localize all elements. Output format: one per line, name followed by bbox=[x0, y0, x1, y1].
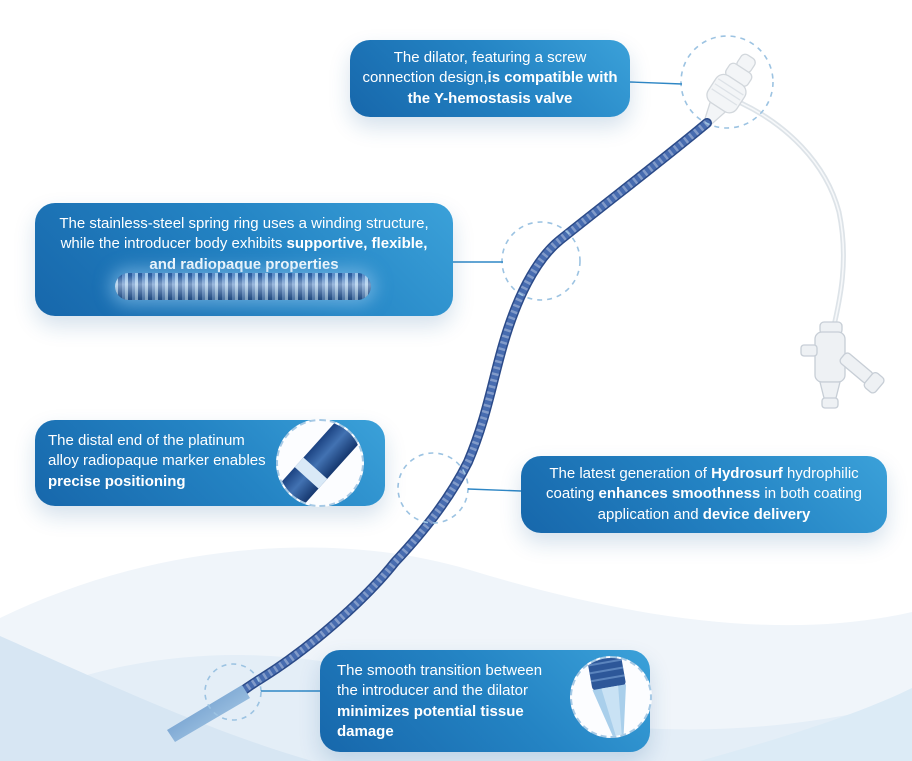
annotation-circle-hub bbox=[680, 35, 774, 129]
leader-line-dilator bbox=[629, 81, 683, 85]
leader-line-coating bbox=[467, 488, 522, 492]
y-hemostasis-valve-graphic bbox=[739, 100, 885, 409]
annotation-circle-tip bbox=[204, 663, 262, 721]
dilator-text-normal: The dilator, featuring a screw connectio… bbox=[362, 49, 587, 87]
coating-text-bold-5: device delivery bbox=[702, 505, 811, 523]
spring-coil-graphic bbox=[115, 273, 371, 300]
callout-coating: The latest generation of Hydrosurf hydro… bbox=[521, 456, 887, 533]
marker-text-normal: The distal end of the platinum alloy rad… bbox=[48, 432, 266, 470]
marker-zoom-inset bbox=[276, 419, 364, 507]
spring-text-bold: supportive, flexible, and radiopaque pro… bbox=[149, 235, 428, 273]
tip-text-normal: The smooth transition between the introd… bbox=[337, 662, 543, 700]
coating-text-normal-0: The latest generation of bbox=[549, 465, 712, 482]
valve-body bbox=[814, 331, 846, 383]
tip-text-bold: minimizes potential tissue damage bbox=[337, 702, 524, 740]
marker-text-bold: precise positioning bbox=[48, 472, 186, 490]
valve-rotator bbox=[821, 397, 839, 409]
dilator-tip bbox=[167, 685, 250, 742]
callout-spring: The stainless-steel spring ring uses a w… bbox=[35, 203, 453, 316]
tip-zoom-graphic bbox=[586, 658, 627, 736]
radiopaque-marker-band bbox=[294, 457, 328, 489]
catheter-body bbox=[236, 118, 712, 697]
callout-coating-text: The latest generation of Hydrosurf hydro… bbox=[531, 464, 877, 525]
callout-marker-text: The distal end of the platinum alloy rad… bbox=[48, 431, 277, 492]
extension-tube-highlight bbox=[740, 102, 845, 331]
background-wave-3 bbox=[0, 636, 312, 761]
coating-text-bold-3: enhances smoothness bbox=[598, 485, 761, 503]
coating-text-normal-2: hydrophilic coating bbox=[545, 465, 859, 503]
callout-dilator: The dilator, featuring a screw connectio… bbox=[350, 40, 630, 117]
marker-zoom-graphic bbox=[278, 421, 362, 505]
annotation-circle-spring bbox=[501, 221, 581, 301]
coating-text-bold-1: Hydrosurf bbox=[711, 465, 783, 482]
callout-dilator-text: The dilator, featuring a screw connectio… bbox=[362, 48, 618, 109]
tip-zoom-inset bbox=[570, 656, 652, 738]
valve-side-arm bbox=[839, 352, 885, 394]
dilator-text-bold: is compatible with the Y-hemostasis valv… bbox=[407, 69, 618, 107]
callout-tip-text: The smooth transition between the introd… bbox=[337, 661, 552, 742]
annotation-circle-coating bbox=[397, 452, 469, 524]
valve-left-wing bbox=[800, 344, 818, 357]
dilator-hub-graphic bbox=[703, 53, 756, 126]
spring-text-normal: The stainless-steel spring ring uses a w… bbox=[59, 215, 429, 253]
callout-spring-text: The stainless-steel spring ring uses a w… bbox=[53, 214, 435, 275]
background-wave-4 bbox=[700, 688, 912, 761]
coating-text-normal-4: in both coating application and bbox=[597, 485, 862, 523]
